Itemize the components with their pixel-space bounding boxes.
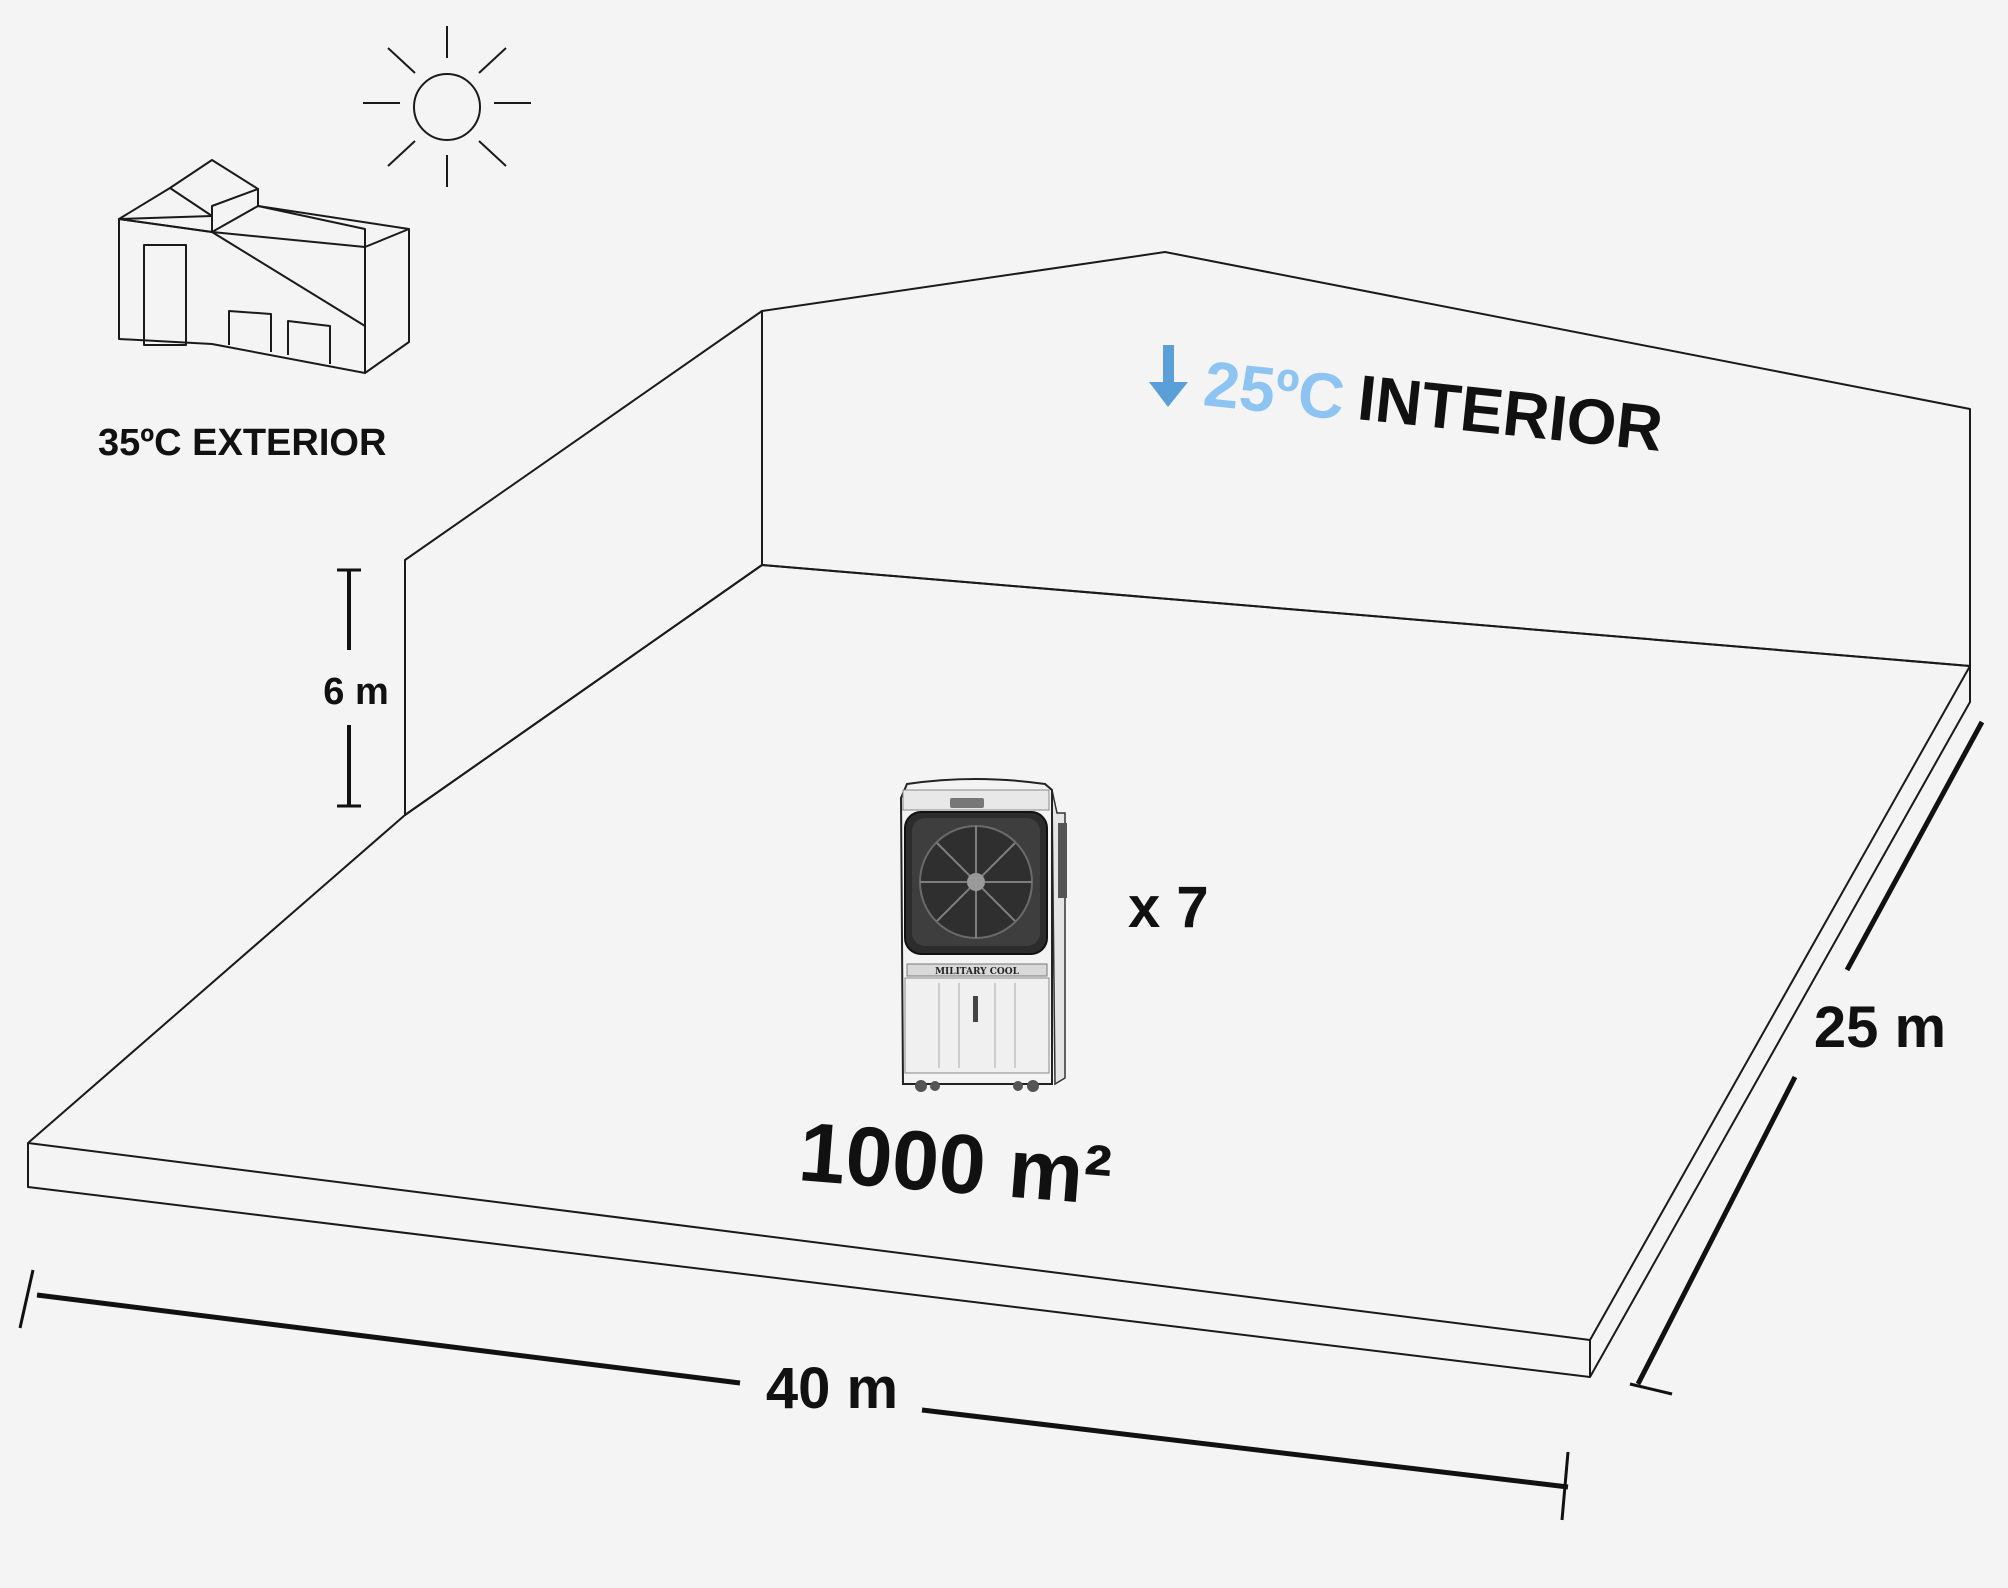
cooler-brand: MILITARY COOL (935, 967, 1020, 977)
height-dimension (337, 568, 361, 808)
area-label: 1000 m² (796, 1104, 1115, 1222)
house-icon (118, 159, 410, 374)
depth-label: 25 m (1814, 995, 1946, 1060)
exterior-label: 35ºC EXTERIOR (98, 422, 386, 464)
interior-label: INTERIOR (1355, 361, 1667, 465)
air-cooler-icon: MILITARY COOL (899, 778, 1067, 1092)
width-label: 40 m (766, 1356, 898, 1421)
width-dimension (18, 1269, 1570, 1521)
warehouse-outline (27, 251, 1971, 1378)
interior-temp: 25ºC (1201, 347, 1349, 433)
sun-icon (363, 26, 531, 187)
height-label: 6 m (323, 671, 388, 713)
depth-dimension (1629, 720, 1985, 1396)
arrow-down-icon (1149, 345, 1188, 407)
cooler-count: x 7 (1128, 875, 1209, 940)
